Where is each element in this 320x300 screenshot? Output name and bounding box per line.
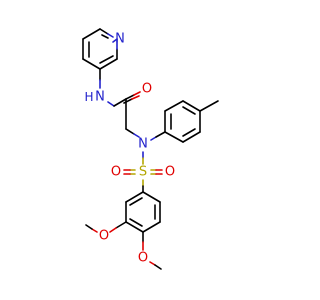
sulfonamide-nitrogen-label: N: [138, 137, 148, 152]
bond: [82, 28, 101, 40]
bond: [182, 128, 196, 137]
amide-hydrogen-label: H: [84, 90, 93, 104]
bond: [125, 221, 144, 233]
bond: [149, 261, 156, 266]
sulfur-label: S: [139, 165, 147, 180]
bond: [133, 91, 141, 96]
bond: [164, 131, 184, 143]
methoxy-oxygen-upper-label: O: [99, 229, 109, 244]
bond: [164, 100, 184, 112]
bond: [142, 221, 161, 233]
bond: [99, 55, 114, 64]
pyridine-nitrogen-label: N: [115, 32, 125, 47]
amide-nitrogen-label: N: [95, 90, 105, 105]
bond: [125, 191, 144, 203]
bond: [99, 58, 118, 70]
bond: [182, 100, 201, 112]
bond: [131, 95, 140, 100]
bond: [109, 227, 117, 233]
bond: [133, 133, 140, 138]
molecule-canvas: N N H O N S O O: [82, 28, 219, 270]
bond: [142, 191, 161, 203]
bond: [82, 58, 101, 70]
bond: [107, 101, 115, 107]
bond: [150, 136, 157, 141]
bond: [182, 106, 196, 115]
bond: [112, 38, 118, 43]
sulfonyl-oxygen-left-label: O: [111, 165, 121, 180]
bond: [107, 33, 114, 38]
carbonyl-oxygen-label: O: [142, 82, 152, 97]
bond: [113, 98, 127, 107]
bond: [101, 34, 109, 39]
methyl-bond: [199, 100, 219, 112]
methoxy-oxygen-lower-label: O: [138, 251, 148, 266]
structure-drawing: N N H O N S O O: [82, 28, 219, 270]
methyl-bond: [85, 224, 93, 230]
pyridine-ring: [82, 28, 118, 70]
bond: [115, 221, 127, 229]
dimethoxyphenyl-ring: [125, 191, 161, 233]
bond: [129, 218, 143, 227]
bond: [125, 128, 135, 135]
tolyl-ring: [164, 100, 201, 143]
sulfonyl-oxygen-right-label: O: [165, 165, 175, 180]
bond: [125, 94, 135, 100]
bond: [129, 197, 143, 206]
bond: [91, 228, 98, 233]
bond: [99, 28, 109, 35]
bond: [155, 131, 166, 138]
methyl-bond: [154, 264, 162, 270]
bond: [182, 131, 201, 143]
